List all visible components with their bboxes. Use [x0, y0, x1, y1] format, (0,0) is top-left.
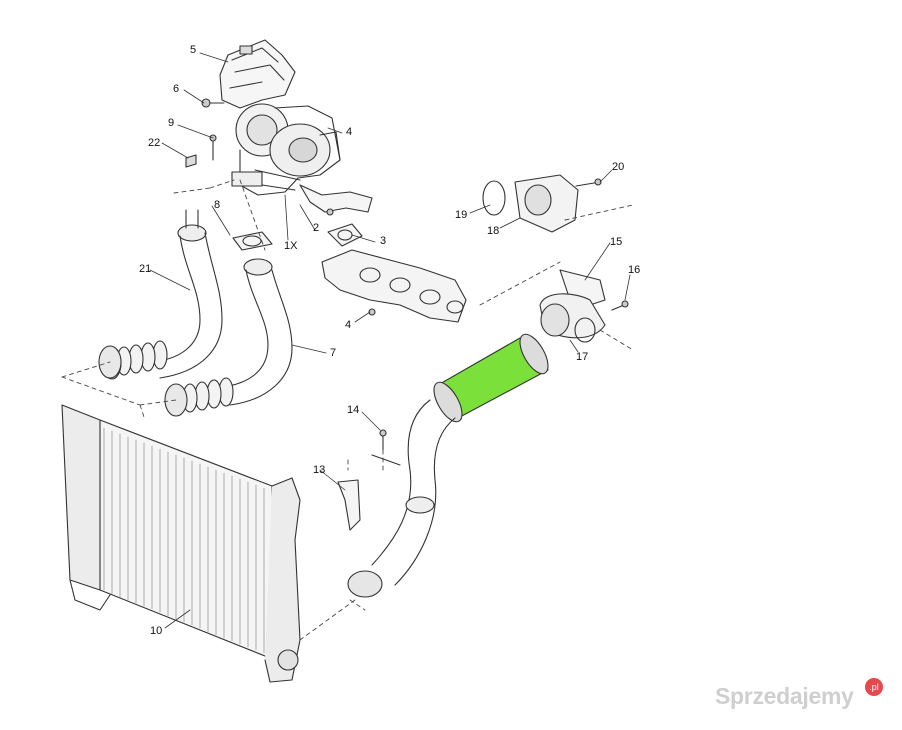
watermark-logo: Sprzedajemy	[715, 683, 854, 709]
bolt-9-part	[209, 134, 217, 161]
heat-shield-part	[219, 39, 296, 109]
part-label: 10	[150, 625, 163, 637]
part-label: 21	[139, 263, 152, 275]
label-leader-lines	[149, 52, 631, 629]
part-label: 22	[148, 137, 161, 149]
watermark-badge: .pl	[865, 678, 883, 696]
dashed-leader-lines	[61, 179, 634, 641]
part-label: 16	[628, 264, 641, 276]
part-label: 4	[345, 319, 352, 331]
part-label: 5	[190, 44, 197, 56]
part-label: 20	[612, 161, 625, 173]
part-label: 19	[455, 209, 468, 221]
lower-charge-pipe-part	[347, 399, 456, 598]
gasket-3-part	[327, 223, 363, 247]
charge-pipe-21-part	[98, 209, 223, 380]
part-label: 1X	[284, 240, 298, 252]
throttle-body-part	[482, 174, 602, 233]
turbocharger-part	[231, 103, 341, 196]
part-label: 13	[313, 464, 326, 476]
part-label: 7	[330, 347, 337, 359]
part-label: 15	[610, 236, 623, 248]
nut-22-part	[185, 154, 197, 168]
bracket-2-part	[299, 184, 373, 216]
bolt-6-part	[201, 98, 225, 108]
part-label: 3	[380, 235, 387, 247]
part-label: 9	[168, 117, 175, 129]
charge-pipe-7-part	[164, 258, 293, 417]
gasket-8-part	[232, 231, 273, 251]
highlighted-hose-part	[433, 333, 549, 423]
intercooler-part	[61, 404, 301, 683]
exhaust-manifold-part	[321, 249, 467, 323]
part-label: 14	[347, 404, 360, 416]
intake-adaptor-part	[539, 269, 629, 343]
part-label: 2	[313, 222, 320, 234]
bracket-13-part	[337, 429, 401, 531]
part-label: 18	[487, 225, 500, 237]
part-label: 8	[214, 199, 221, 211]
part-label: 4	[346, 126, 353, 138]
part-label: 17	[576, 351, 589, 363]
part-label: 6	[173, 83, 180, 95]
